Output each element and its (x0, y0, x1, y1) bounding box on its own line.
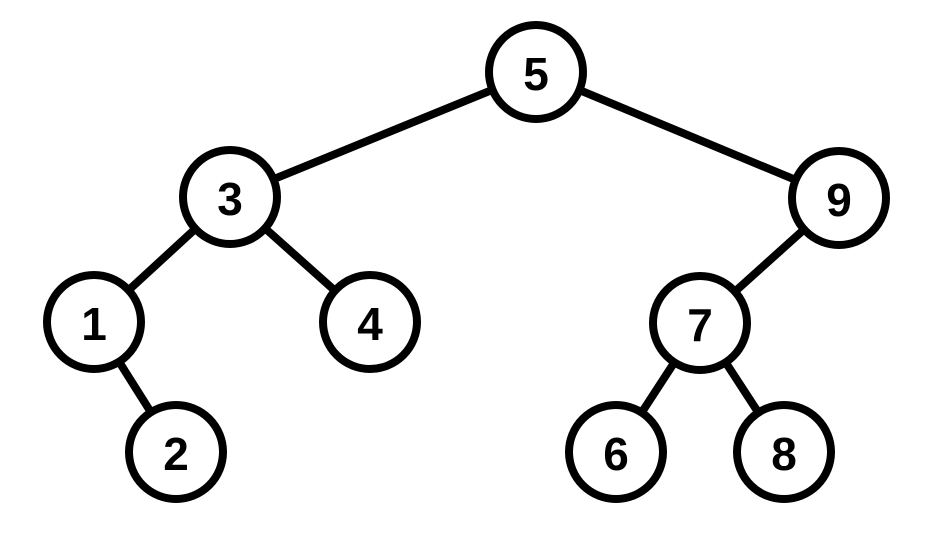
tree-node-circle-4 (319, 271, 421, 373)
tree-edge-5-3 (226, 68, 540, 201)
tree-node-circle-8 (733, 401, 835, 503)
tree-node-9: 9 (788, 147, 890, 249)
tree-node-1: 1 (43, 271, 145, 373)
tree-node-label-1: 1 (81, 298, 107, 350)
tree-node-label-5: 5 (523, 48, 549, 100)
tree-node-circle-9 (788, 147, 890, 249)
tree-node-3: 3 (179, 146, 281, 248)
tree-node-circle-3 (179, 146, 281, 248)
tree-node-label-2: 2 (163, 428, 189, 480)
tree-node-4: 4 (319, 271, 421, 373)
tree-node-7: 7 (649, 272, 751, 374)
tree-node-circle-2 (125, 401, 227, 503)
tree-node-label-4: 4 (357, 298, 383, 350)
tree-node-circle-6 (565, 401, 667, 503)
tree-node-circle-7 (649, 272, 751, 374)
tree-node-label-8: 8 (771, 428, 797, 480)
tree-node-circle-1 (43, 271, 145, 373)
tree-edge-5-9 (532, 68, 843, 202)
tree-node-6: 6 (565, 401, 667, 503)
tree-node-circle-5 (485, 21, 587, 123)
tree-node-label-6: 6 (603, 428, 629, 480)
tree-node-label-7: 7 (687, 299, 713, 351)
tree-node-label-9: 9 (826, 174, 852, 226)
tree-node-8: 8 (733, 401, 835, 503)
tree-node-5: 5 (485, 21, 587, 123)
tree-node-label-3: 3 (217, 173, 243, 225)
tree-node-2: 2 (125, 401, 227, 503)
